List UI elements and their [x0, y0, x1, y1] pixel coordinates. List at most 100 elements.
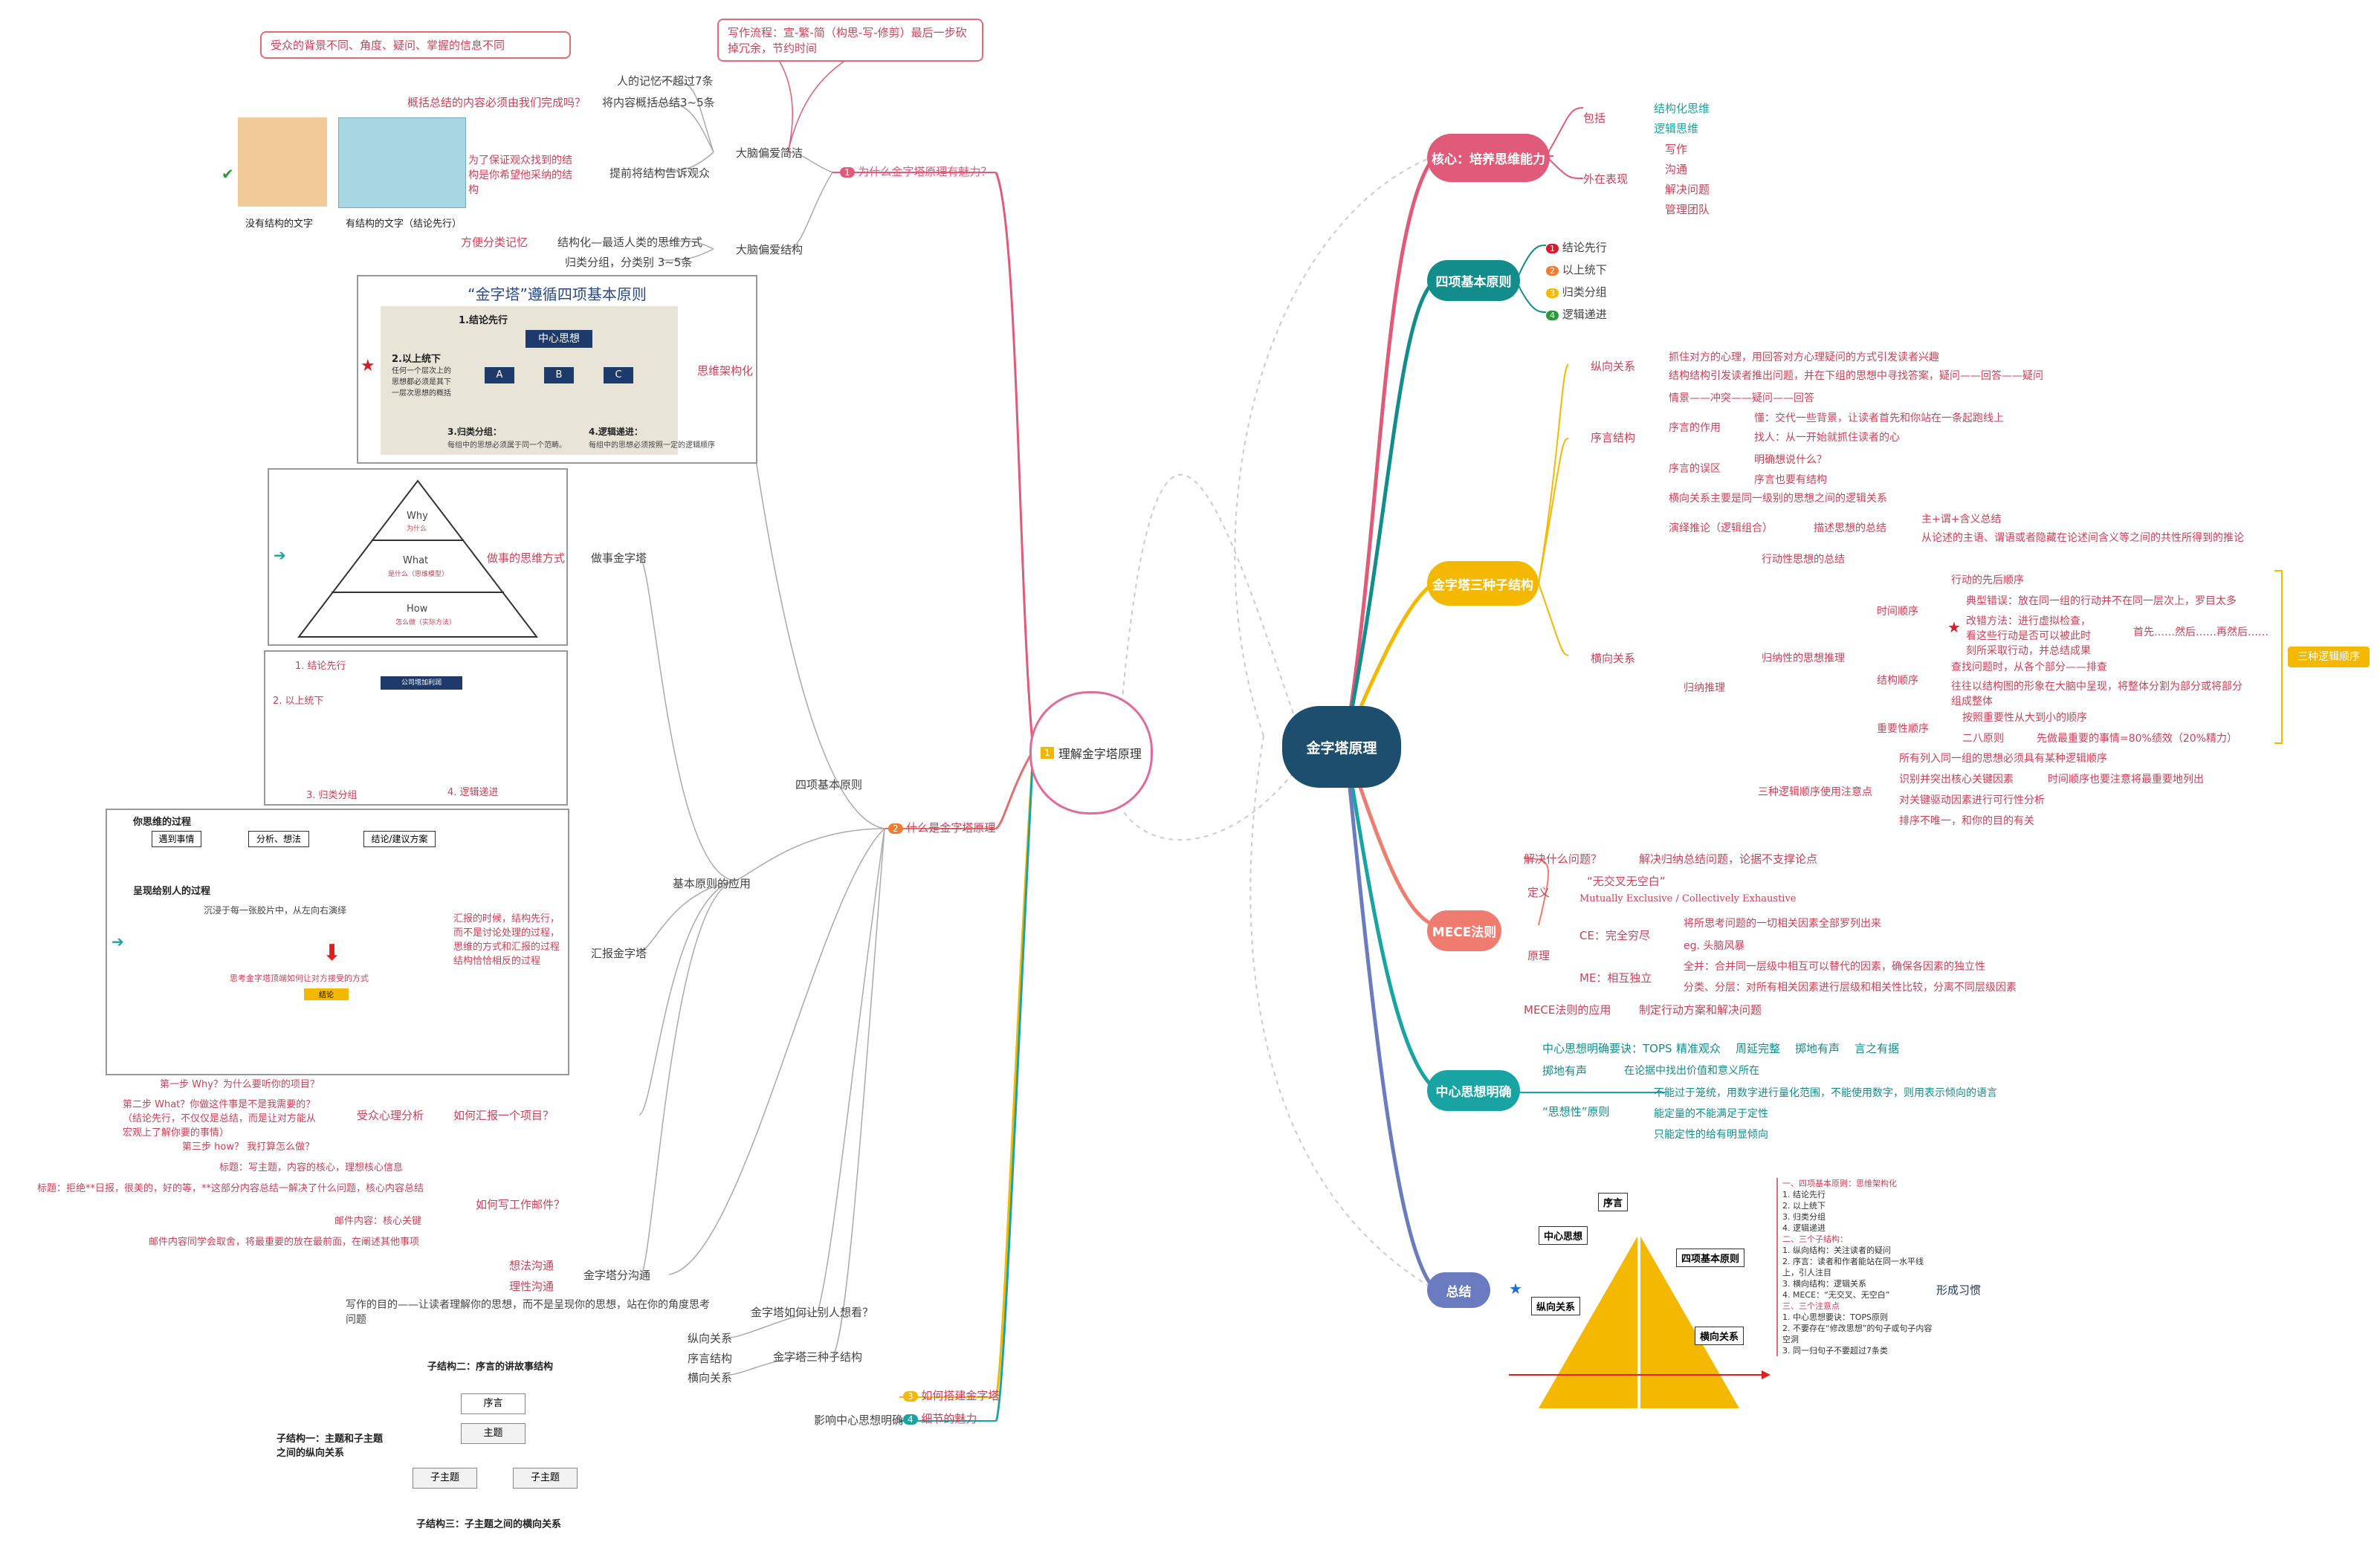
branch-how[interactable]: 3 如何搭建金字塔	[903, 1387, 999, 1403]
summary-list-title-1: 一、四项基本原则：思维架构化	[1782, 1179, 1897, 1188]
report-process-panel: 你思维的过程 遇到事情 分析、想法 结论/建议方案 呈现给别人的过程 沉浸于每一…	[106, 809, 569, 1075]
center-label: 金字塔原理	[1306, 739, 1377, 757]
node-c: C	[604, 367, 633, 383]
define-en: Mutually Exclusive / Collectively Exhaus…	[1579, 893, 1797, 904]
email-tag-item: 标题：拒绝**日报，很美的，好的等，**这部分内容总结一解决了什么问题，核心内容…	[37, 1183, 424, 1194]
email-body-item: 邮件内容：核心关键	[334, 1216, 422, 1227]
left-root-node[interactable]: 1 理解金字塔原理	[1029, 691, 1153, 815]
outward-label: 外在表现	[1583, 172, 1629, 186]
preface-role-1: 懂：交代一些背景，让读者首先和你站在一条起跑线上	[1754, 412, 2004, 424]
mece-use-label: MECE法则的应用	[1524, 1003, 1611, 1017]
center-node[interactable]: 金字塔原理	[1282, 706, 1401, 788]
p3-label: 3.归类分组：	[447, 427, 502, 437]
four-rules-label[interactable]: 四项基本原则	[795, 778, 863, 791]
summary-list2-item1: 1. 纵向结构：关注读者的疑问	[1782, 1246, 1891, 1255]
three-sub-label: 金字塔三种子结构	[1432, 577, 1533, 593]
analyze-box: 分析、想法	[248, 831, 309, 847]
org-rule-1: 1. 结论先行	[295, 661, 346, 672]
summary-list1-item4: 4. 逻辑递进	[1782, 1223, 1826, 1233]
audience-note-box: 受众的背景不同、角度、疑问、掌握的信息不同	[260, 31, 571, 59]
branch-what[interactable]: 2 什么是金字塔原理	[888, 820, 995, 835]
three-logic-box[interactable]: 三种逻辑顺序	[2288, 647, 2370, 667]
induce-conclusion: 归纳性的思想推理	[1762, 652, 1845, 664]
four-principles-title: “金字塔”遵循四项基本原则	[468, 285, 647, 303]
summary-node[interactable]: 总结	[1427, 1272, 1490, 1308]
center-clear-label: 中心思想明确	[1435, 1085, 1512, 1100]
how-report[interactable]: 如何汇报一个项目？	[453, 1109, 554, 1122]
easy-remember[interactable]: 方便分类记忆	[461, 236, 528, 249]
overall-question[interactable]: 概括总结的内容必须由我们完成吗？	[407, 96, 586, 109]
brain-simple[interactable]: 大脑偏爱简洁	[736, 146, 803, 160]
story-pyramid-label[interactable]: 做事金字塔	[591, 551, 647, 565]
brain-structure[interactable]: 大脑偏爱结构	[736, 243, 803, 256]
h-rel-label: 横向关系	[1591, 652, 1636, 665]
three-order: 首先……然后……再然后……	[2133, 626, 2269, 638]
how-sub: 怎么做（实际方法）	[395, 619, 456, 626]
check-icon: ✔	[221, 165, 234, 183]
immerse-text: 沉浸于每一张胶片中，从左向右演绎	[204, 905, 347, 916]
mece-label: MECE法则	[1432, 925, 1497, 940]
three-structures[interactable]: 金字塔三种子结构	[773, 1350, 863, 1364]
preview-note: 为了保证观众找到的结构是你希望他采纳的结构	[468, 155, 572, 196]
note-4: 对关键驱动因素进行可行性分析	[1899, 794, 2045, 806]
branch-why[interactable]: 1 为什么金字塔原理有魅力？	[840, 163, 992, 179]
marker-3: 3	[903, 1391, 918, 1402]
me-item-1: 全并：合并同一层级中相互可以替代的因素，确保各因素的独立性	[1684, 961, 1985, 973]
summary-list: 一、四项基本原则：思维架构化 1. 结论先行 2. 以上统下 3. 归类分组 4…	[1776, 1178, 1938, 1356]
sub1-caption: 子结构一：主题和子主题之间的纵向关系	[277, 1434, 384, 1459]
audience-note: 受众的背景不同、角度、疑问、掌握的信息不同	[271, 39, 505, 52]
report-pyramid-label[interactable]: 汇报金字塔	[591, 947, 647, 960]
deduce-item-1: 主+谓+含义总结	[1921, 514, 2002, 525]
org-rule-2: 2. 以上统下	[273, 696, 324, 707]
your-process: 你思维的过程	[133, 817, 192, 828]
four-principles-node[interactable]: 四项基本原则	[1427, 260, 1520, 301]
classify-thinking[interactable]: 结构化—最适人类的思维方式	[557, 236, 703, 249]
ce-item-2: eg. 头脑风暴	[1684, 940, 1745, 952]
core-node[interactable]: 核心：培养思维能力	[1427, 134, 1550, 182]
how-to-do[interactable]: 金字塔如何让别人想看？	[751, 1306, 874, 1319]
mece-a: 解决归纳总结问题，论据不支撑论点	[1639, 852, 1818, 866]
summarize-3-5[interactable]: 将内容概括总结3~5条	[602, 96, 715, 109]
no-structure-image	[238, 117, 327, 207]
define-text: “无交叉无空白”	[1587, 875, 1666, 888]
three-sub-node[interactable]: 金字塔三种子结构	[1427, 561, 1539, 606]
org-rule-3: 3. 归类分组	[306, 790, 358, 801]
note-2: 识别并突出核心关键因素	[1899, 774, 2014, 786]
show-process: 呈现给别人的过程	[133, 886, 211, 897]
center-clear-node[interactable]: 中心思想明确	[1427, 1070, 1520, 1111]
why-what-how-panel: Why 为什么 What 是什么（思维模型） How 怎么做（实际方法）	[268, 468, 568, 646]
summary-label-vertical: 纵向关系	[1531, 1297, 1581, 1315]
left-root-marker: 1	[1041, 747, 1054, 759]
why-sub: 为什么	[407, 525, 427, 533]
conclusion-tag: 结论	[304, 988, 349, 1000]
tops-label: 中心思想明确要诀：TOPS	[1542, 1042, 1672, 1055]
struct-order-label: 结构顺序	[1877, 675, 1918, 687]
writing-note: 写作流程：宣-繁-简（构思-写-修剪）最后一步砍掉冗余，节约时间	[728, 26, 967, 55]
story-pyramid-desc[interactable]: 做事的思维方式	[487, 551, 566, 565]
idea-framework[interactable]: 思维架构化	[697, 364, 754, 378]
with-structure-label: 有结构的文字（结论先行）	[346, 218, 462, 230]
v-rel-label: 纵向关系	[1591, 360, 1636, 373]
preview-structure[interactable]: 提前将结构告诉观众	[609, 166, 711, 180]
induce-label: 归纳推理	[1684, 682, 1725, 694]
principle-1-label: 结论先行	[1562, 241, 1607, 254]
summary-list3-item1: 1. 中心思想要诀：TOPS原则	[1782, 1312, 1888, 1322]
comm-pyramid[interactable]: 金字塔分沟通	[583, 1269, 651, 1282]
preface-item-1: 情景——冲突——疑问——回答	[1669, 392, 1814, 404]
branch-detail[interactable]: 4 细节的魅力	[903, 1411, 977, 1426]
how-email[interactable]: 如何写工作邮件？	[476, 1198, 566, 1211]
summary-label-principles: 四项基本原则	[1676, 1249, 1745, 1267]
preface-mis-1: 明确想说什么？	[1754, 454, 1827, 466]
basic-use-label[interactable]: 基本原则的应用	[673, 877, 751, 890]
audience-analysis[interactable]: 受众心理分析	[357, 1109, 424, 1122]
degree-order-label: 重要性顺序	[1877, 723, 1929, 735]
induce-summary: 行动性思想的总结	[1762, 554, 1845, 566]
p1-label: 1.结论先行	[459, 315, 508, 326]
mece-node[interactable]: MECE法则	[1427, 910, 1501, 951]
mece-use-text: 制定行动方案和解决问题	[1639, 1003, 1762, 1017]
vertical-item: 纵向关系	[688, 1332, 733, 1345]
memory-limit[interactable]: 人的记忆不超过7条	[617, 74, 714, 88]
group-3-5[interactable]: 归类分组，分类别 3~5条	[565, 256, 693, 269]
summary-label: 总结	[1446, 1284, 1472, 1300]
writing-note-box: 写作流程：宣-繁-简（构思-写-修剪）最后一步砍掉冗余，节约时间	[717, 19, 983, 62]
